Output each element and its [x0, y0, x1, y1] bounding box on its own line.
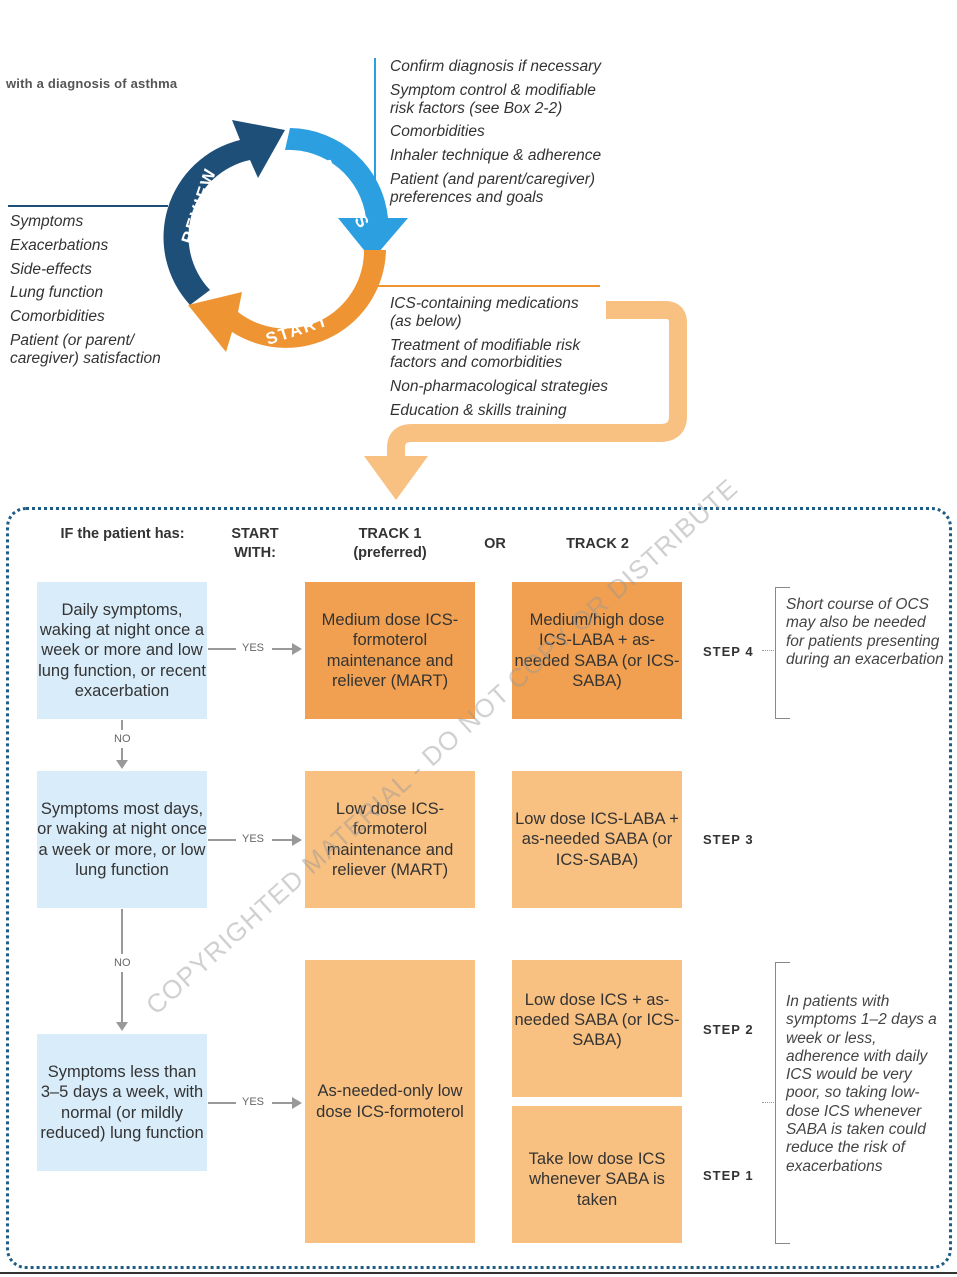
col-header-start: START WITH: [231, 526, 279, 561]
condition-box: Daily symptoms, waking at night once a w… [37, 582, 207, 719]
assess-item: Patient (and parent/caregiver) preferenc… [390, 171, 596, 206]
no-connector-line [121, 909, 123, 954]
start-list: ICS-containing medications (as below) Tr… [390, 295, 630, 426]
yes-connector-line [208, 1102, 236, 1104]
review-item: Symptoms [10, 213, 84, 230]
yes-arrowhead [292, 643, 302, 655]
note-step12: In patients with symptoms 1–2 days a wee… [786, 993, 937, 1175]
col-header-track1: TRACK 1 (preferred) [353, 526, 427, 561]
review-item: Side-effects [10, 260, 92, 278]
track1-step3-box: Low dose ICS-formoterol maintenance and … [305, 771, 475, 908]
review-item: Lung function [10, 284, 104, 302]
review-rule [8, 205, 168, 207]
review-item: Exacerbations [10, 236, 109, 254]
no-connector-line [121, 972, 123, 1024]
assess-review-start-cycle: REVIEW ASSESS START [163, 120, 408, 352]
track2-step3-box: Low dose ICS-LABA + as-needed SABA (or I… [512, 771, 682, 908]
track2-step2-box: Low dose ICS + as-needed SABA (or ICS-SA… [512, 960, 682, 1097]
step-3-label: STEP 3 [703, 832, 754, 847]
track1-step1-2-box: As-needed-only low dose ICS-formoterol [305, 960, 475, 1243]
step12-leader [762, 1102, 774, 1103]
track2-step1-box: Take low dose ICS whenever SABA is taken [512, 1106, 682, 1243]
col-header-if: IF the patient has: [60, 526, 185, 542]
track2-step4-box: Medium/high dose ICS-LABA + as-needed SA… [512, 582, 682, 719]
yes-connector-line [272, 1102, 294, 1104]
assess-item: Comorbidities [390, 123, 485, 141]
yes-arrowhead [292, 1097, 302, 1109]
yes-connector-line [272, 648, 294, 650]
assess-item: Confirm diagnosis if necessary [390, 58, 602, 75]
start-item: Treatment of modifiable risk factors and… [390, 336, 581, 372]
yes-connector-line [272, 839, 294, 841]
review-arc [163, 120, 285, 305]
note-step12-bracket [775, 962, 790, 1244]
assess-item: Inhaler technique & adherence [390, 147, 602, 165]
no-arrowhead [116, 760, 128, 769]
header-title-fragment: with a diagnosis of asthma [6, 76, 178, 91]
treatment-frame [6, 507, 952, 1269]
col-header-or: OR [484, 536, 506, 552]
assess-rule [374, 58, 376, 233]
start-item: ICS-containing medications (as below) [390, 295, 579, 330]
start-item: Non-pharmacological strategies [390, 378, 608, 396]
review-list: Symptoms Exacerbations Side-effects Lung… [10, 213, 180, 374]
assess-item: Symptom control & modifiable risk factor… [390, 81, 596, 117]
start-rule [378, 285, 600, 287]
yes-label: YES [242, 642, 265, 654]
start-item: Education & skills training [390, 402, 567, 420]
review-item: Comorbidities [10, 308, 105, 326]
no-label: NO [114, 733, 131, 745]
col-header-track2: TRACK 2 [566, 536, 629, 552]
step4-leader [762, 650, 774, 651]
condition-box: Symptoms less than 3–5 days a week, with… [37, 1034, 207, 1171]
step-4-label: STEP 4 [703, 644, 754, 659]
no-connector-line [121, 720, 123, 730]
no-connector-line [121, 748, 123, 762]
condition-box: Symptoms most days, or waking at night o… [37, 771, 207, 908]
review-item: Patient (or parent/ caregiver) satisfact… [10, 332, 161, 367]
assess-arc [285, 128, 408, 260]
start-arc [188, 250, 386, 352]
yes-label: YES [242, 1096, 265, 1108]
note-step4-bracket [775, 587, 790, 719]
no-arrowhead [116, 1022, 128, 1031]
step-1-label: STEP 1 [703, 1168, 754, 1183]
track1-step4-box: Medium dose ICS-formoterol maintenance a… [305, 582, 475, 719]
yes-label: YES [242, 833, 265, 845]
assess-list: Confirm diagnosis if necessary Symptom c… [390, 58, 650, 213]
no-label: NO [114, 957, 131, 969]
step-2-label: STEP 2 [703, 1022, 754, 1037]
yes-arrowhead [292, 834, 302, 846]
connector-arrow [364, 301, 687, 500]
note-step4: Short course of OCS may also be needed f… [786, 596, 944, 668]
bottom-rule [0, 1272, 957, 1274]
yes-connector-line [208, 648, 236, 650]
yes-connector-line [208, 839, 236, 841]
